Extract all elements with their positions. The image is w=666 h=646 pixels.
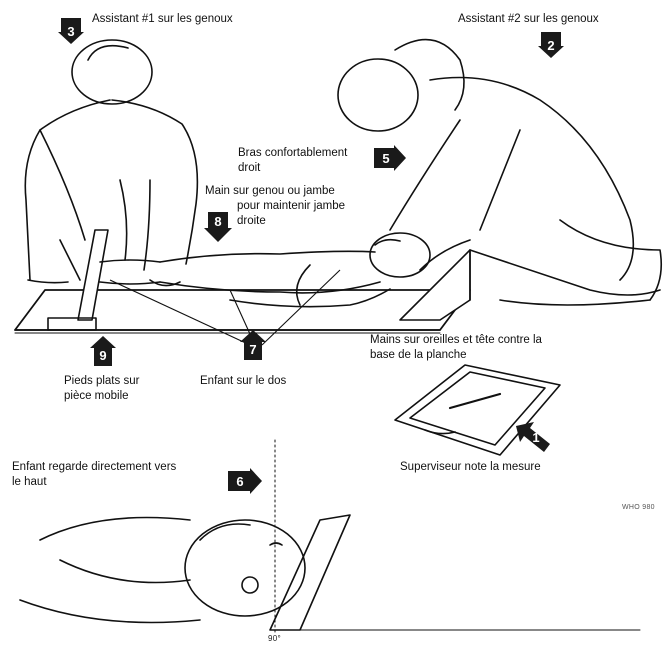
assistant-2-figure [338,40,661,305]
angle-label: 90° [268,632,281,646]
badge-1-up-left-arrow: 1 [516,422,550,452]
badge-8-down-arrow: 8 [204,212,232,238]
badge-2-down-arrow: 2 [538,32,564,58]
badge-number: 1 [526,426,546,448]
assistant-1-figure [25,40,197,286]
label-bras-line2: droit [238,161,260,175]
badge-number: 8 [204,212,232,230]
label-regarde-line1: Enfant regarde directement vers [12,460,176,474]
label-main-genou-line2: pour maintenir jambe [237,199,345,213]
label-regarde-line2: le haut [12,475,47,489]
label-main-genou-line1: Main sur genou ou jambe [205,184,335,198]
label-superviseur: Superviseur note la mesure [400,460,541,474]
label-mains-oreilles-line1: Mains sur oreilles et tête contre la [370,333,542,347]
badge-6-right-arrow: 6 [228,468,262,494]
label-mains-oreilles-line2: base de la planche [370,348,467,362]
badge-number: 3 [58,18,84,44]
badge-number: 7 [240,338,266,360]
label-assistant-1: Assistant #1 sur les genoux [92,12,233,26]
label-bras-line1: Bras confortablement [238,146,347,160]
badge-9-up-arrow: 9 [90,336,116,362]
badge-number: 6 [228,468,252,494]
label-pieds-line1: Pieds plats sur [64,374,139,388]
badge-number: 9 [90,344,116,366]
badge-3-down-arrow: 3 [58,18,84,44]
child-figure [100,233,430,307]
badge-number: 5 [374,145,398,171]
badge-7-up-arrow: 7 [240,330,266,356]
label-main-genou-line3: droite [237,214,266,228]
badge-number: 2 [538,32,564,58]
badge-5-right-arrow: 5 [374,145,406,171]
child-head-closeup [20,515,640,630]
who-credit: WHO 980 [622,501,655,515]
label-assistant-2: Assistant #2 sur les genoux [458,12,599,26]
pointer-lines [110,270,340,345]
label-enfant-dos: Enfant sur le dos [200,374,286,388]
label-pieds-line2: pièce mobile [64,389,129,403]
